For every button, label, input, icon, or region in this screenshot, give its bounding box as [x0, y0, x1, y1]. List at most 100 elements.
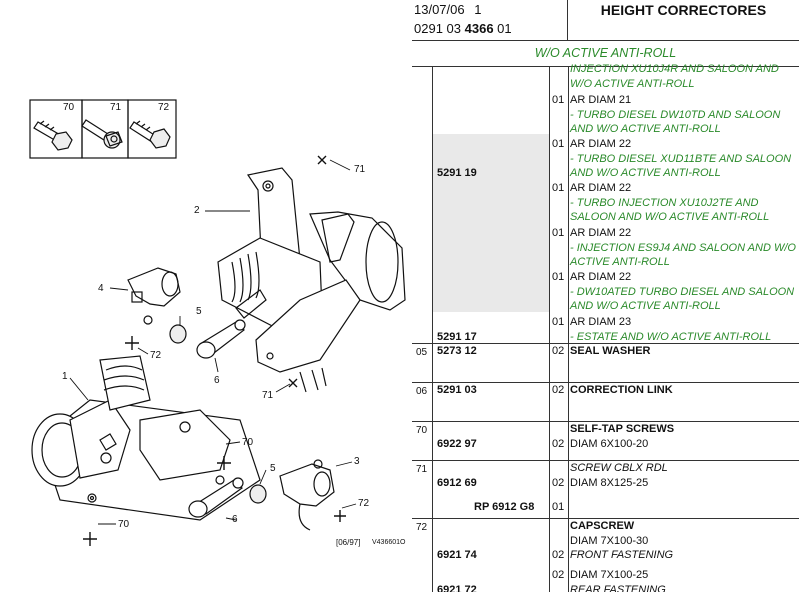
callout-71: 71	[354, 164, 366, 175]
figure-number: 72	[416, 522, 428, 533]
part-spec: AR DIAM 22	[570, 271, 632, 283]
part-spec: AR DIAM 21	[570, 94, 632, 106]
page-title: HEIGHT CORRECTORES	[568, 0, 799, 41]
group-highlight	[432, 134, 549, 312]
applicability-note: - TURBO DIESEL DW10TD AND SALOON	[570, 108, 781, 121]
lower-corrector-assembly	[31, 355, 261, 521]
quantity: 01	[552, 138, 565, 150]
row-separator	[412, 460, 799, 461]
part-name: SELF-TAP SCREWS	[570, 423, 675, 435]
part-reference[interactable]: 6921 72	[437, 583, 477, 592]
header-date: 13/07/06	[414, 2, 465, 17]
header-date-line: 13/07/06 1	[414, 2, 481, 17]
applicability-note: INJECTION XU10J4R AND SALOON AND	[570, 63, 779, 75]
quantity: 02	[552, 384, 565, 396]
screw-icon	[33, 120, 73, 151]
applicability-note: - ESTATE AND W/O ACTIVE ANTI-ROLL	[570, 330, 772, 343]
callout-2: 2	[194, 205, 200, 216]
bush-part-5	[249, 484, 267, 504]
part-reference[interactable]: 5291 19	[437, 167, 477, 180]
fastener-markers	[83, 155, 346, 546]
part-reference[interactable]: 5273 12	[437, 345, 477, 357]
applicability-note: AND W/O ACTIVE ANTI-ROLL	[570, 123, 721, 136]
quantity: 02	[552, 549, 565, 562]
clamp-part-4	[127, 267, 181, 325]
header-code-line: 0291 03 4366 01	[414, 21, 512, 36]
callout-72: 72	[358, 498, 370, 509]
row-separator	[412, 518, 799, 519]
figure-number: 71	[416, 464, 428, 475]
applicability-note: - INJECTION ES9J4 AND SALOON AND W/O	[570, 241, 796, 254]
quantity: 02	[552, 476, 565, 489]
part-spec: FRONT FASTENING	[570, 549, 674, 562]
callout-70: 70	[242, 437, 254, 448]
applicability-note: W/O ACTIVE ANTI-ROLL	[570, 77, 695, 90]
header-code-prefix: 0291 03	[414, 21, 461, 36]
applicability-note: AND W/O ACTIVE ANTI-ROLL	[570, 300, 721, 313]
quantity: 02	[552, 437, 565, 450]
callout-5: 5	[270, 463, 276, 474]
callout-3: 3	[354, 456, 360, 467]
callout-71: 71	[262, 390, 274, 401]
clamp-part-3	[279, 459, 335, 531]
header-page: 1	[474, 2, 482, 17]
quantity: 01	[552, 227, 565, 239]
diagram-stamp: [06/97]	[336, 538, 361, 547]
screw-box-72	[127, 99, 177, 159]
callout-6: 6	[214, 375, 220, 386]
part-spec: AR DIAM 22	[570, 227, 632, 239]
callout-72: 72	[150, 350, 162, 361]
part-reference[interactable]: 5291 17	[437, 330, 477, 343]
part-spec: DIAM 7X100-25	[570, 569, 649, 581]
row-separator	[412, 343, 799, 344]
parts-illustration	[29, 99, 406, 546]
diagram-code: V436601O	[372, 539, 406, 546]
part-spec: DIAM 6X100-20	[570, 437, 649, 450]
applicability-note: - DW10ATED TURBO DIESEL AND SALOON	[570, 285, 795, 298]
part-reference[interactable]: RP 6912 G8	[474, 501, 535, 513]
part-reference[interactable]: 6921 74	[437, 549, 477, 562]
col-divider	[549, 66, 550, 592]
row-separator	[412, 382, 799, 383]
link-part-6	[196, 319, 246, 359]
col-divider	[432, 66, 433, 592]
callout-72: 72	[158, 102, 170, 113]
applicability-note: SALOON AND W/O ACTIVE ANTI-ROLL	[570, 211, 770, 224]
callout-71: 71	[110, 102, 122, 113]
quantity: 01	[552, 182, 565, 194]
callout-4: 4	[98, 283, 104, 294]
screw-box-70	[29, 99, 83, 159]
quantity: 02	[552, 345, 565, 357]
applicability-note: ACTIVE ANTI-ROLL	[570, 256, 670, 269]
part-name: SEAL WASHER	[570, 345, 651, 357]
upper-corrector-assembly	[217, 167, 406, 393]
figure-number: 70	[416, 425, 428, 436]
exploded-diagram: 70 71 72 2 4 5 72 6 71 1 70 5 3 72 6 70 …	[29, 99, 406, 547]
parts-catalog: 13/07/06 1 0291 03 4366 01 HEIGHT CORREC…	[412, 0, 799, 592]
leader-lines	[69, 159, 357, 525]
quantity: 01	[552, 316, 565, 328]
callout-70: 70	[118, 519, 130, 530]
part-name: CAPSCREW	[570, 520, 635, 532]
applicability-note: - TURBO INJECTION XU10J2TE AND	[570, 196, 759, 209]
row-separator	[412, 421, 799, 422]
part-name: CORRECTION LINK	[570, 384, 673, 396]
screw-icon	[129, 120, 171, 149]
callout-5: 5	[196, 306, 202, 317]
part-spec: AR DIAM 22	[570, 138, 632, 150]
bush-part-5	[169, 324, 187, 344]
part-reference[interactable]: 6922 97	[437, 437, 477, 450]
part-reference[interactable]: 6912 69	[437, 476, 477, 489]
part-spec: AR DIAM 23	[570, 316, 632, 328]
part-reference[interactable]: 5291 03	[437, 384, 477, 396]
figure-number: 05	[416, 347, 428, 358]
part-spec: DIAM 8X125-25	[570, 476, 649, 489]
quantity: 01	[552, 501, 565, 513]
applicability-note: AND W/O ACTIVE ANTI-ROLL	[570, 167, 721, 180]
header-info: 13/07/06 1 0291 03 4366 01	[412, 0, 568, 41]
callout-6: 6	[232, 514, 238, 525]
header-code-bold: 4366	[464, 21, 494, 36]
part-spec: REAR FASTENING	[570, 583, 666, 592]
header-code-suffix: 01	[497, 21, 512, 36]
part-spec: DIAM 7X100-30	[570, 534, 649, 547]
